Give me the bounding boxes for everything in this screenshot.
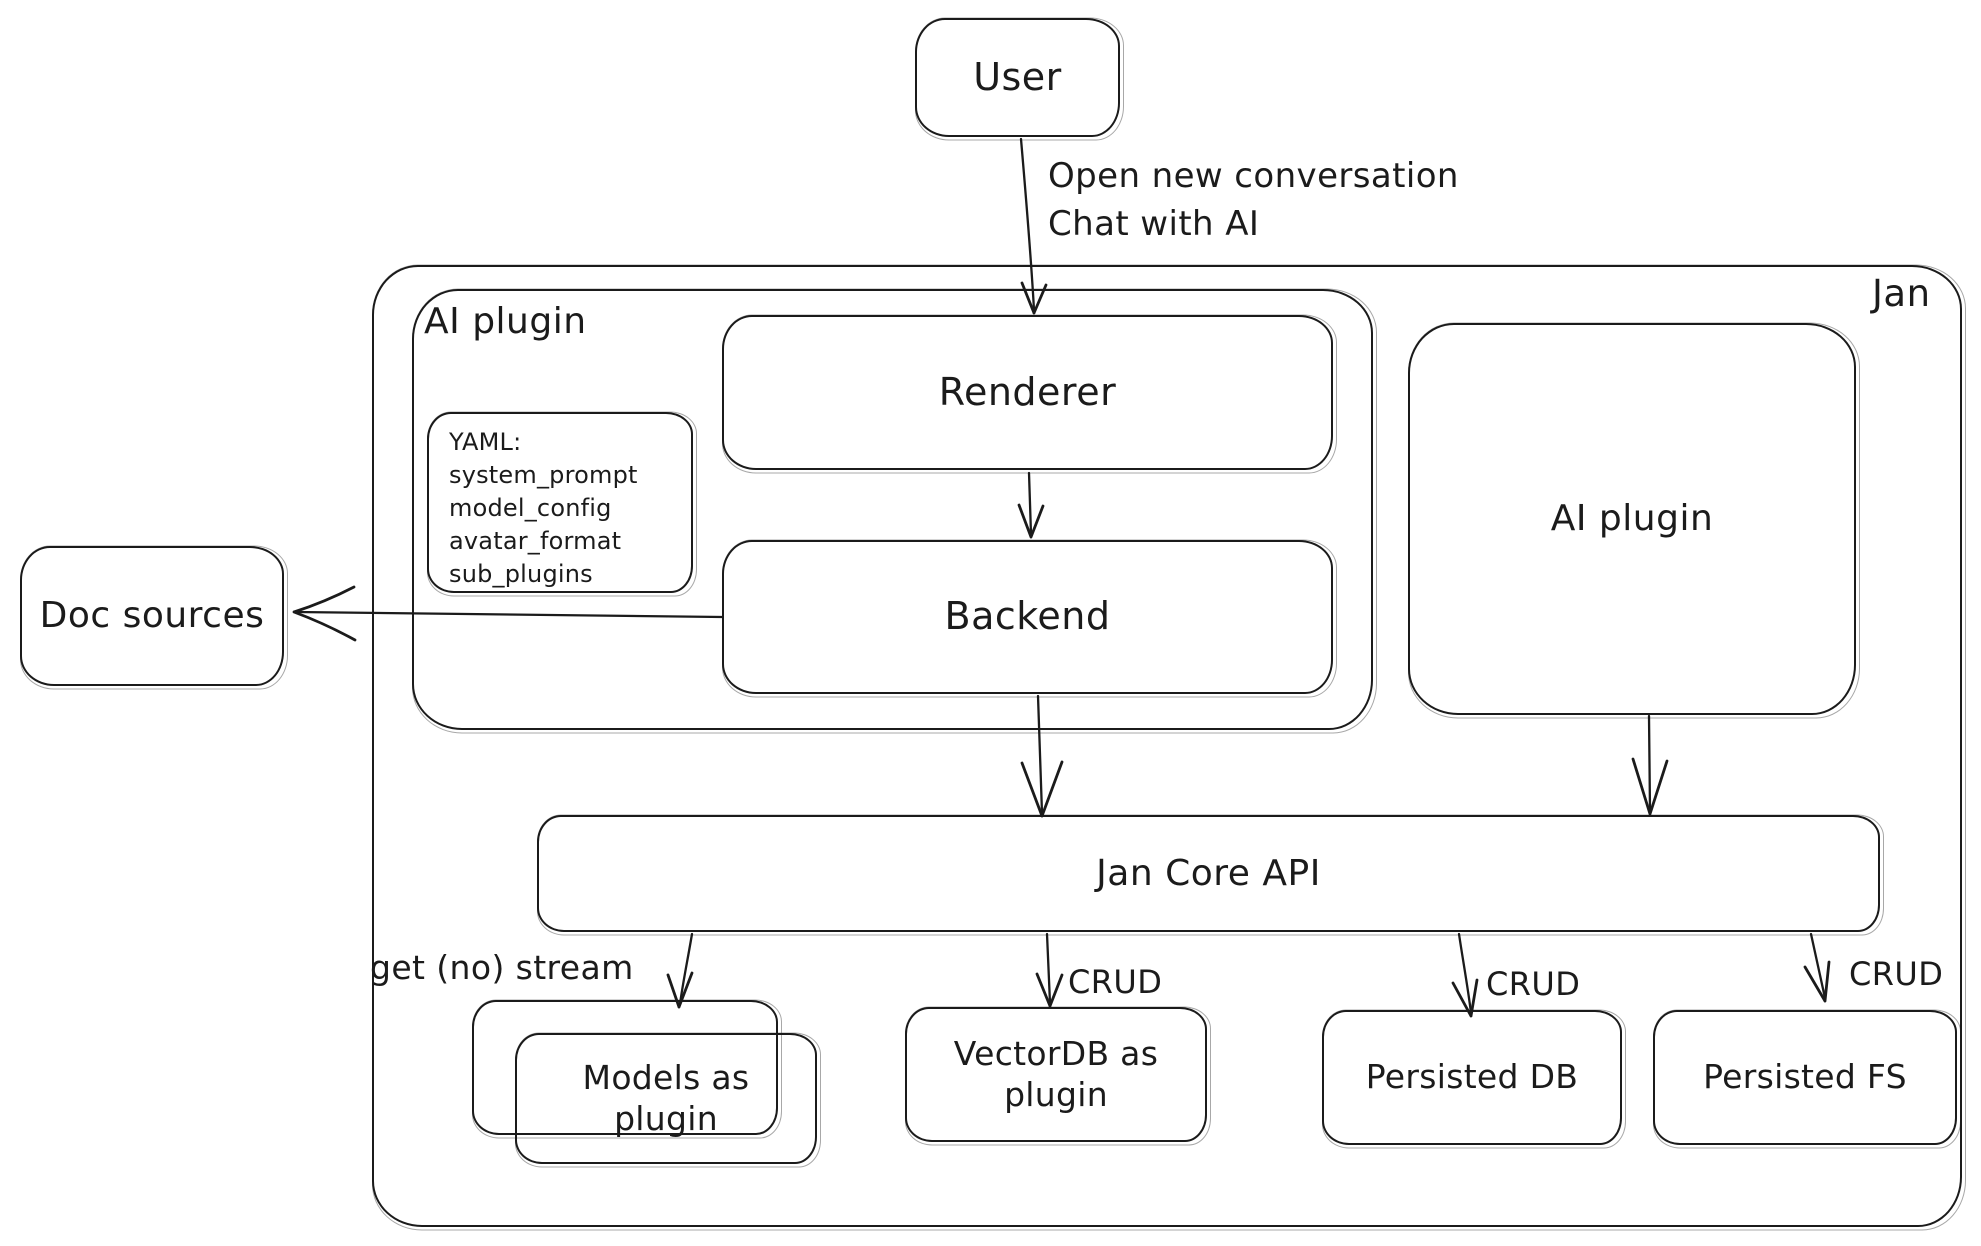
ai-plugin-right-box: AI plugin	[1408, 323, 1856, 715]
persisted-fs-label: Persisted FS	[1703, 1057, 1907, 1097]
models-plugin-label: Models as plugin	[582, 1058, 750, 1138]
ai-plugin-left-box	[412, 289, 1373, 730]
yaml-note-line: system_prompt	[449, 461, 638, 489]
edge-label-crud-persisted-fs: CRUD	[1849, 955, 1944, 993]
yaml-note-text: YAML: system_prompt model_config avatar_…	[449, 426, 681, 591]
persisted-db-node: Persisted DB	[1322, 1010, 1622, 1145]
doc-sources-label: Doc sources	[39, 595, 265, 637]
vectordb-plugin-label: VectorDB as plugin	[953, 1034, 1159, 1114]
doc-sources-node: Doc sources	[20, 546, 284, 686]
ai-plugin-right-label: AI plugin	[1550, 498, 1714, 540]
user-label: User	[973, 54, 1062, 99]
persisted-fs-node: Persisted FS	[1653, 1010, 1957, 1145]
edge-label-user-to-renderer: Open new conversation Chat with AI	[1048, 152, 1459, 248]
edge-label-open-conversation: Open new conversation	[1048, 156, 1459, 196]
ai-plugin-left-label: AI plugin	[424, 301, 587, 342]
yaml-note-box: YAML: system_prompt model_config avatar_…	[427, 412, 693, 593]
edge-label-chat-with-ai: Chat with AI	[1048, 204, 1260, 244]
yaml-note-line: avatar_format	[449, 527, 622, 555]
jan-core-api-node: Jan Core API	[537, 815, 1880, 932]
user-node: User	[915, 18, 1120, 137]
yaml-note-line: sub_plugins	[449, 560, 593, 588]
yaml-note-title: YAML:	[449, 428, 522, 456]
jan-container-label: Jan	[1872, 272, 1931, 315]
renderer-node: Renderer	[722, 315, 1333, 470]
edge-label-crud-vectordb: CRUD	[1068, 963, 1163, 1001]
yaml-note-line: model_config	[449, 494, 612, 522]
backend-label: Backend	[944, 594, 1111, 639]
jan-container-box	[372, 265, 1962, 1227]
backend-node: Backend	[722, 540, 1333, 694]
edge-label-get-no-stream: get (no) stream	[370, 948, 634, 987]
vectordb-plugin-node: VectorDB as plugin	[905, 1007, 1207, 1142]
jan-core-api-label: Jan Core API	[1096, 852, 1321, 894]
persisted-db-label: Persisted DB	[1365, 1057, 1579, 1097]
renderer-label: Renderer	[938, 369, 1117, 414]
models-plugin-node: Models as plugin	[515, 1033, 817, 1164]
edge-label-crud-persisted-db: CRUD	[1486, 965, 1581, 1003]
